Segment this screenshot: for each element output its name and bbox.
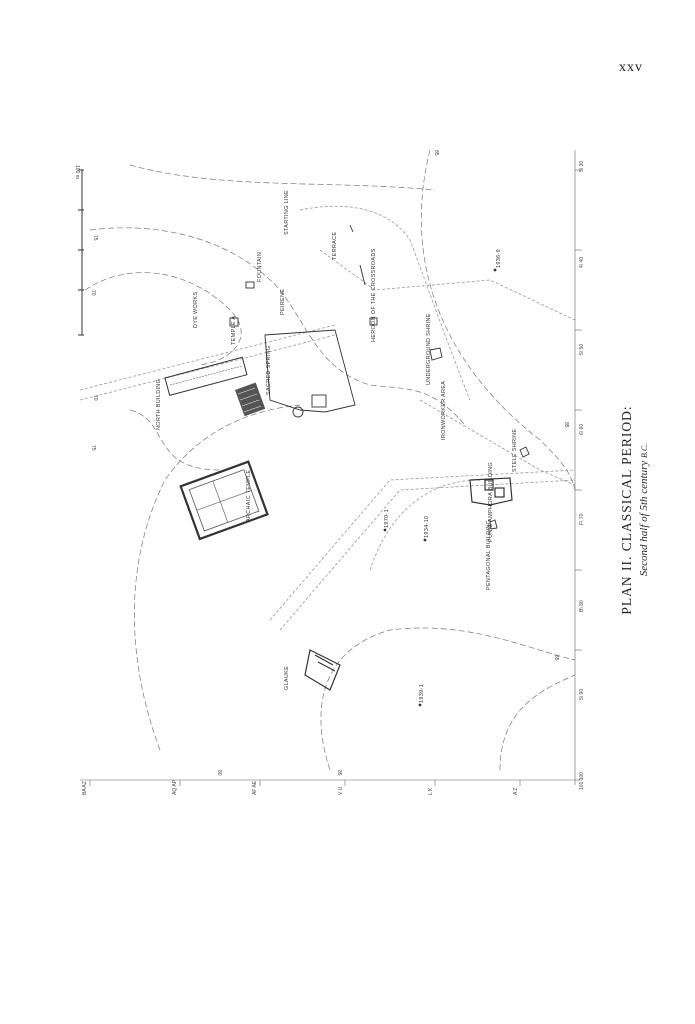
- contour-label: 70: [90, 290, 96, 296]
- contour-label: 80: [216, 770, 222, 776]
- grid-labels-bottom: BA AZ AQ AP AF AE V U L K A Z: [82, 779, 519, 795]
- label-terrace: TERRACE: [332, 232, 338, 260]
- grid-ruler-right: [574, 150, 582, 785]
- grid-label: AQ AP: [172, 779, 178, 795]
- grid-label: BA AZ: [82, 781, 88, 795]
- feature-labels: STARTING LINE TERRACE FOUNTAIN PEIRENE D…: [156, 190, 518, 690]
- glauke-fountain: [304, 649, 341, 691]
- grid-label: 4\ 40: [579, 257, 585, 268]
- label-well: 1934-10: [424, 516, 430, 538]
- grid-label: L K: [428, 787, 434, 795]
- contour-label: 75: [90, 445, 96, 451]
- north-building: [164, 356, 266, 417]
- contour-label: 70: [92, 395, 98, 401]
- wells: [383, 268, 497, 707]
- scale-label: 100 m: [74, 165, 80, 179]
- label-heroon: HEROON OF THE CROSSROADS: [371, 248, 377, 342]
- grid-label: AF AE: [252, 780, 258, 795]
- contour-label: 85: [553, 655, 559, 661]
- plan-caption: PLAN II. CLASSICAL PERIOD: Second half o…: [618, 400, 678, 620]
- label-starting-line: STARTING LINE: [284, 190, 290, 235]
- label-dye-works: DYE WORKS: [193, 292, 199, 328]
- grid-label: A Z: [513, 787, 519, 795]
- contour-lines: [84, 150, 576, 771]
- caption-title: PLAN II. CLASSICAL PERIOD:: [619, 405, 634, 615]
- grid-label: 101 100: [579, 772, 585, 790]
- contour-label: 85: [433, 150, 439, 156]
- label-underground-shrine: UNDERGROUND SHRINE: [426, 313, 432, 385]
- label-sacred-spring: SACRED SPRING: [266, 346, 272, 395]
- contour-labels: 75 70 70 75 80 85 85 85 85: [90, 150, 569, 776]
- page-number: xxv: [619, 60, 643, 75]
- grid-label: B\ 80: [579, 600, 585, 612]
- caption-subtitle: Second half of 5th century B.C.: [636, 400, 653, 620]
- grid-label: 5\ 90: [579, 689, 585, 700]
- contour-label: 85: [336, 770, 342, 776]
- punic-amphora-building: [469, 477, 513, 506]
- label-stele-shrine: STELE SHRINE: [512, 429, 518, 472]
- label-archaic-temple: ARCHAIC TEMPLE: [246, 470, 252, 522]
- label-ironworker-area: IRONWORKER AREA: [441, 381, 447, 440]
- grid-label: 6\ 60: [579, 424, 585, 435]
- site-plan-svg: 100 m 5\ 30 4\ 40 5\ 50 6\ 60 F\ 70 B\ 8…: [74, 150, 585, 795]
- grid-label: F\ 70: [579, 513, 585, 525]
- site-plan-map: 100 m 5\ 30 4\ 40 5\ 50 6\ 60 F\ 70 B\ 8…: [70, 150, 590, 800]
- grid-label: V U: [338, 786, 344, 795]
- minor-structures: [229, 224, 530, 530]
- grid-label: 5\ 50: [579, 344, 585, 355]
- contour-label: 85: [563, 422, 569, 428]
- label-fountain: FOUNTAIN: [257, 252, 263, 282]
- label-punic-amphora-building: PUNIC AMPHORA BUILDING: [488, 462, 494, 542]
- label-well: 1936-9: [496, 249, 502, 268]
- label-well: 1970-1: [384, 509, 390, 528]
- label-peirene: PEIRENE: [280, 289, 286, 315]
- label-temple-a: TEMPLE A: [231, 316, 237, 345]
- roads: [79, 205, 576, 631]
- contour-label: 75: [92, 235, 98, 241]
- sacred-spring-area: [264, 329, 356, 418]
- grid-label: 5\ 30: [579, 161, 585, 172]
- grid-labels-right: 5\ 30 4\ 40 5\ 50 6\ 60 F\ 70 B\ 80 5\ 9…: [579, 161, 585, 790]
- archaic-temple: [179, 460, 269, 541]
- caption-subtitle-suffix: B.C.: [640, 443, 649, 458]
- caption-subtitle-text: Second half of 5th century: [638, 460, 650, 577]
- grid-ruler-bottom: [80, 779, 575, 786]
- label-north-building: NORTH BUILDING: [156, 379, 162, 430]
- label-pentagonal-building: PENTAGONAL BUILDING: [486, 520, 492, 590]
- well-labels: 1936-9 1970-1 1934-10 1939-1: [384, 249, 502, 703]
- scale-bar: [78, 169, 84, 336]
- label-well: 1939-1: [419, 684, 425, 703]
- label-glauke: GLAUKE: [284, 666, 290, 690]
